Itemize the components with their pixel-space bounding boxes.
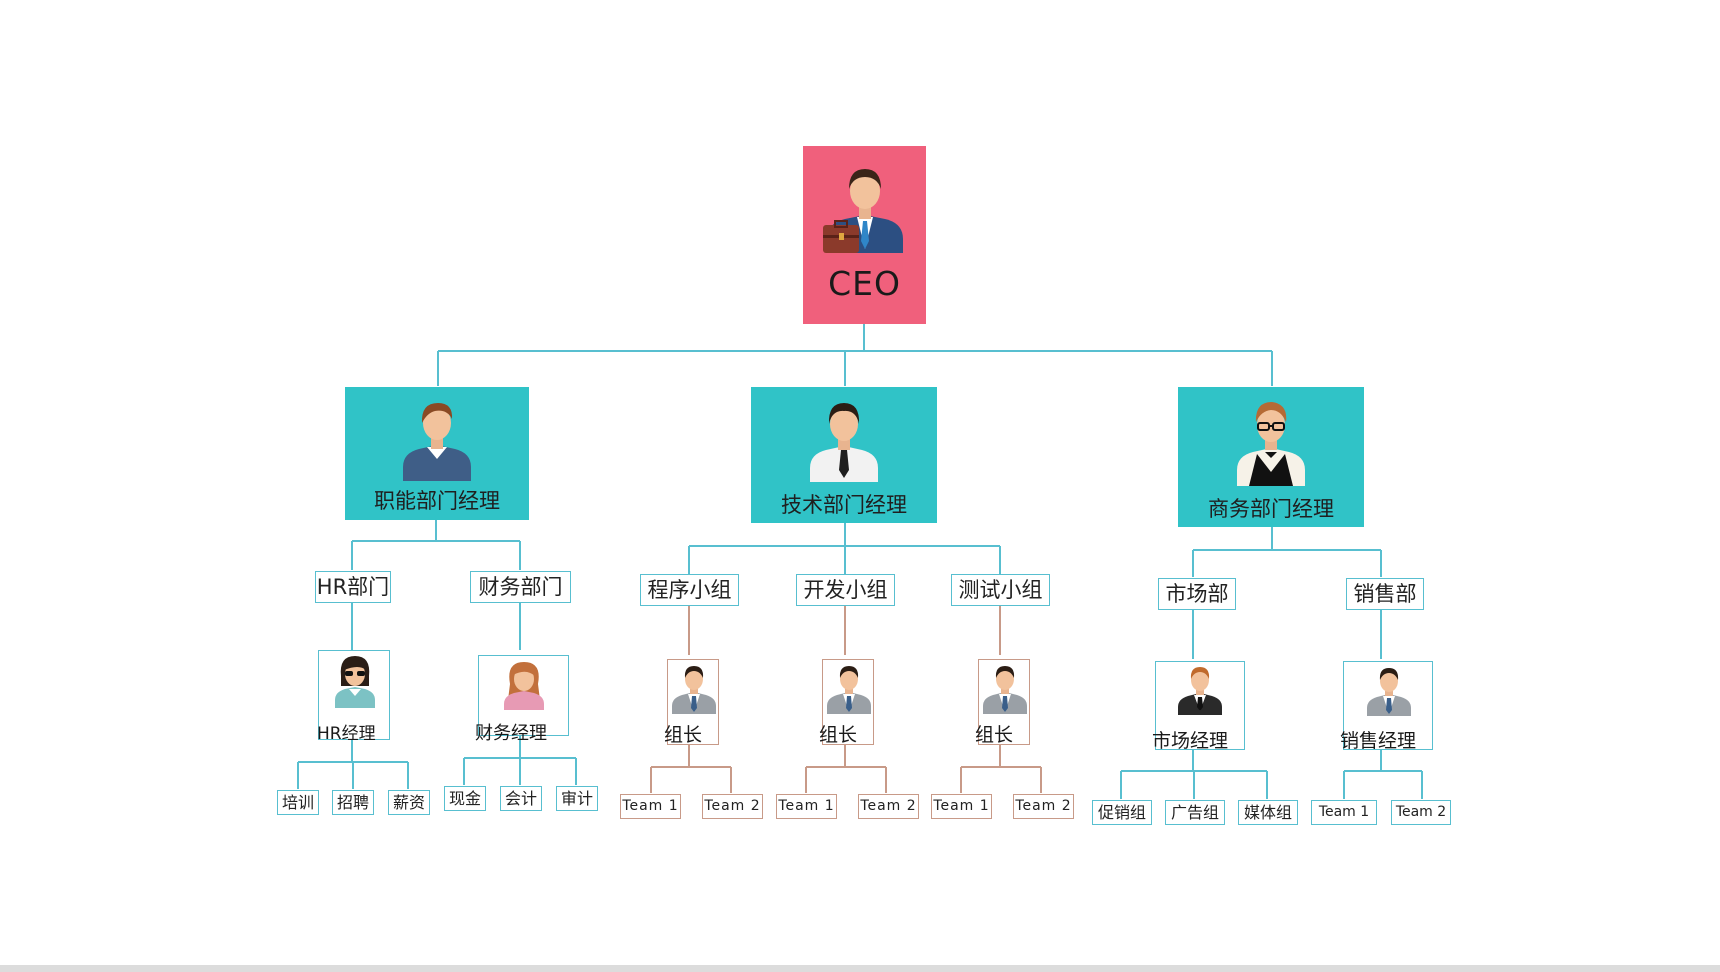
woman-long-hair-icon	[504, 662, 544, 710]
unit-tag[interactable]: 现金	[444, 786, 486, 811]
lead-title: 组长	[975, 724, 1014, 746]
manager-business[interactable]: 商务部门经理	[1178, 387, 1364, 527]
lead-title: 财务经理	[475, 723, 547, 744]
unit-tag[interactable]: 审计	[556, 786, 598, 811]
lead-card-develop[interactable]: 组长	[819, 659, 874, 746]
man-in-grey-suit-icon	[983, 666, 1027, 714]
department-hr[interactable]: HR部门	[315, 571, 391, 603]
team-tag[interactable]: Team 2	[858, 794, 919, 819]
lead-card-test[interactable]: 组长	[975, 659, 1030, 746]
connector-business	[1192, 527, 1382, 577]
lead-card-hr[interactable]: HR经理	[317, 650, 390, 744]
department-finance[interactable]: 财务部门	[470, 571, 571, 603]
man-in-grey-suit-icon	[1367, 668, 1411, 716]
manager-title: 商务部门经理	[1208, 497, 1334, 521]
woman-with-sunglasses-icon	[335, 656, 375, 708]
department-program[interactable]: 程序小组	[640, 574, 739, 606]
connector-sales	[1343, 610, 1423, 799]
businessman-with-briefcase-icon	[823, 169, 903, 253]
connector-functional	[351, 520, 521, 570]
man-in-black-suit-icon	[1178, 667, 1222, 715]
connector-hr	[297, 603, 409, 789]
bottom-scroll-strip	[0, 965, 1720, 972]
department-sales[interactable]: 销售部	[1346, 578, 1424, 610]
lead-title: 组长	[819, 724, 858, 746]
lead-title: 市场经理	[1152, 730, 1229, 752]
department-market[interactable]: 市场部	[1158, 578, 1236, 610]
unit-tag[interactable]: 培训	[277, 790, 319, 815]
lead-card-finance[interactable]: 财务经理	[475, 655, 569, 744]
lead-title: 组长	[664, 724, 703, 746]
unit-tag[interactable]: 招聘	[332, 790, 374, 815]
unit-tag[interactable]: 媒体组	[1238, 800, 1298, 825]
lead-card-sales[interactable]: 销售经理	[1340, 661, 1433, 752]
team-tag[interactable]: Team 1	[931, 794, 992, 819]
team-tag[interactable]: Team 2	[702, 794, 763, 819]
unit-tag[interactable]: 广告组	[1165, 800, 1225, 825]
department-develop[interactable]: 开发小组	[796, 574, 895, 606]
team-tag[interactable]: Team 2	[1013, 794, 1074, 819]
lead-title: HR经理	[317, 724, 376, 744]
manager-tech[interactable]: 技术部门经理	[751, 387, 937, 523]
connector-market	[1120, 610, 1268, 799]
unit-tag[interactable]: 薪资	[388, 790, 430, 815]
team-tag[interactable]: Team 1	[776, 794, 837, 819]
lead-card-program[interactable]: 组长	[664, 659, 719, 746]
man-in-grey-suit-icon	[827, 666, 871, 714]
connector-develop	[805, 605, 887, 793]
team-tag[interactable]: Team 1	[1311, 800, 1377, 825]
team-tag[interactable]: Team 2	[1391, 800, 1451, 825]
man-in-white-shirt-tie-icon	[810, 403, 878, 482]
connector-ceo-managers	[437, 324, 1273, 386]
unit-tag[interactable]: 会计	[500, 786, 542, 811]
manager-title: 职能部门经理	[374, 489, 500, 513]
manager-functional[interactable]: 职能部门经理	[345, 387, 529, 520]
connector-finance	[463, 603, 577, 785]
ceo-box[interactable]: CEO	[803, 146, 926, 324]
team-tag[interactable]: Team 1	[620, 794, 681, 819]
department-test[interactable]: 测试小组	[951, 574, 1050, 606]
manager-title: 技术部门经理	[781, 493, 907, 517]
lead-title: 销售经理	[1340, 730, 1417, 752]
unit-tag[interactable]: 促销组	[1092, 800, 1152, 825]
connector-test	[960, 605, 1042, 793]
man-with-glasses-vest-icon	[1237, 402, 1305, 486]
connector-tech	[688, 523, 1001, 576]
man-in-grey-suit-icon	[672, 666, 716, 714]
connector-program	[650, 605, 732, 793]
man-in-sweater-icon	[403, 403, 471, 481]
lead-card-market[interactable]: 市场经理	[1152, 661, 1245, 752]
ceo-title: CEO	[828, 264, 901, 303]
